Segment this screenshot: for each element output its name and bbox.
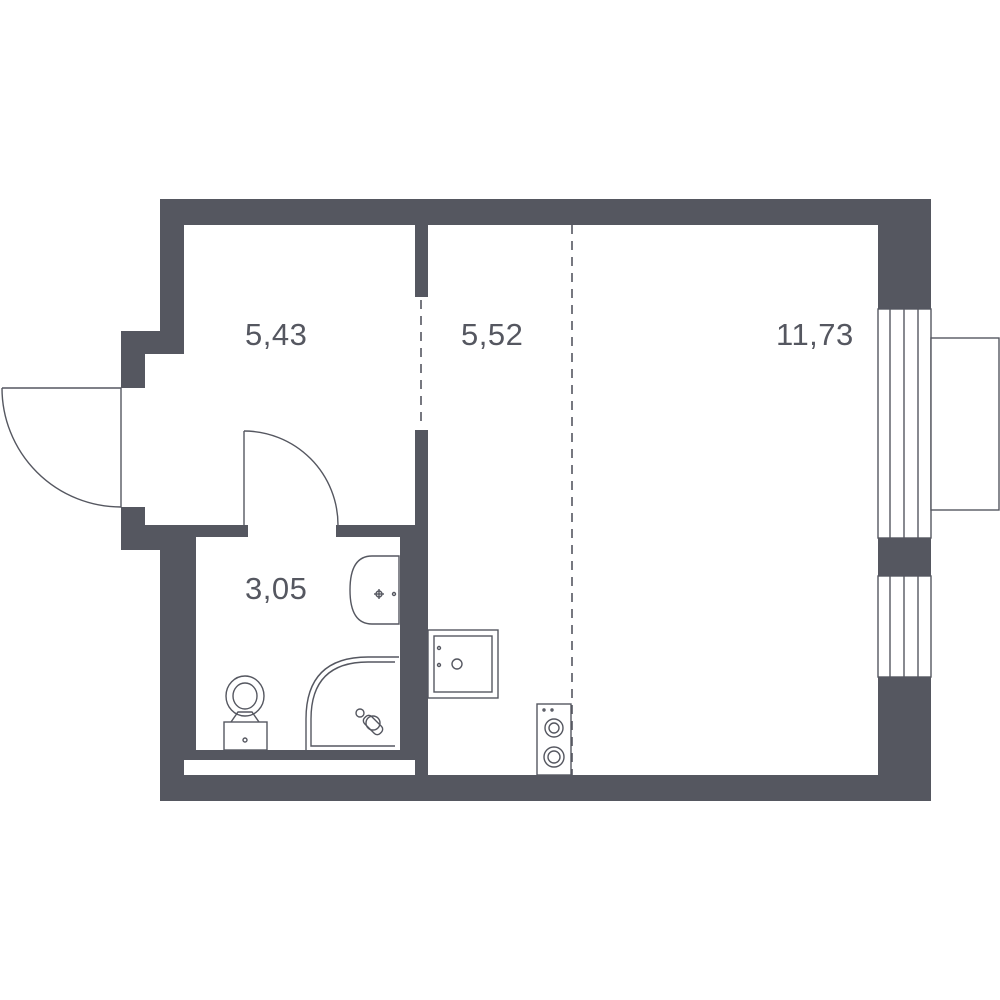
toilet-icon: [223, 675, 268, 751]
stove-icon: [427, 629, 499, 699]
door-icon[interactable]: [243, 430, 339, 526]
interior-walls: [184, 225, 428, 775]
room-area-hallway: 5,43: [245, 317, 307, 352]
shower-icon: [305, 656, 399, 750]
window-icon: [877, 199, 932, 801]
room-area-kitchen: 5,52: [461, 317, 523, 352]
room-area-bathroom: 3,05: [245, 571, 307, 606]
door-icon[interactable]: [1, 387, 122, 508]
washing-machine-icon: [536, 703, 572, 776]
room-area-living-room: 11,73: [776, 317, 854, 352]
balcony-icon: [930, 337, 1000, 511]
sink-icon: [349, 555, 400, 625]
outer-walls: [121, 199, 931, 801]
